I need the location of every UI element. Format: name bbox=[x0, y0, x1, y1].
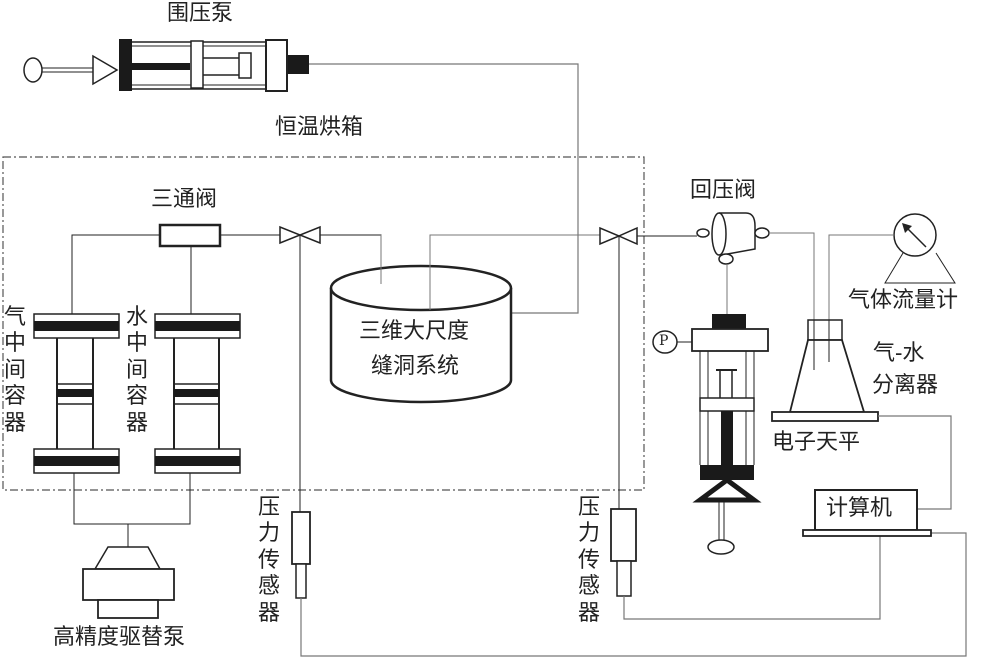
label-back-pressure-valve: 回压阀 bbox=[690, 178, 757, 203]
label-gas-container: 气中间容器 bbox=[3, 305, 26, 436]
label-fracture-cave-line2: 缝洞系统 bbox=[371, 354, 460, 379]
pipe-confining bbox=[309, 63, 579, 314]
label-pressure-sensor-right: 压力传感器 bbox=[577, 495, 600, 626]
label-separator-line1: 气-水 bbox=[873, 341, 925, 366]
back-pressure-pump bbox=[691, 314, 769, 555]
label-pressure-sensor-left: 压力传感器 bbox=[257, 495, 280, 626]
pressure-gauge bbox=[652, 330, 692, 354]
computer[interactable] bbox=[802, 489, 932, 537]
water-container bbox=[154, 313, 241, 474]
label-oven: 恒温烘箱 bbox=[275, 115, 364, 140]
pressure-sensor-right bbox=[610, 508, 637, 597]
inlet-valve[interactable] bbox=[279, 225, 321, 245]
gas-container bbox=[33, 313, 120, 474]
back-pressure-valve[interactable] bbox=[696, 212, 770, 265]
three-way-valve[interactable] bbox=[158, 223, 222, 248]
label-gauge-symbol: P bbox=[659, 333, 669, 349]
label-confining-pump: 围压泵 bbox=[167, 1, 234, 26]
label-three-way-valve: 三通阀 bbox=[151, 187, 218, 212]
label-water-container: 水中间容器 bbox=[125, 305, 148, 436]
gas-flowmeter bbox=[884, 213, 956, 284]
displacement-pump bbox=[82, 546, 175, 619]
oven-boundary bbox=[2, 156, 645, 491]
pressure-sensor-left bbox=[291, 511, 311, 599]
label-separator-line2: 分离器 bbox=[872, 373, 939, 398]
label-gas-flowmeter: 气体流量计 bbox=[848, 288, 959, 313]
gas-water-separator bbox=[788, 319, 866, 413]
fracture-cave-system bbox=[329, 264, 513, 404]
label-fracture-cave-line1: 三维大尺度 bbox=[359, 319, 470, 344]
confining-pump bbox=[23, 39, 309, 92]
electronic-balance bbox=[771, 411, 879, 422]
label-displacement-pump: 高精度驱替泵 bbox=[53, 625, 186, 650]
label-balance: 电子天平 bbox=[772, 430, 861, 455]
label-computer: 计算机 bbox=[826, 496, 893, 521]
